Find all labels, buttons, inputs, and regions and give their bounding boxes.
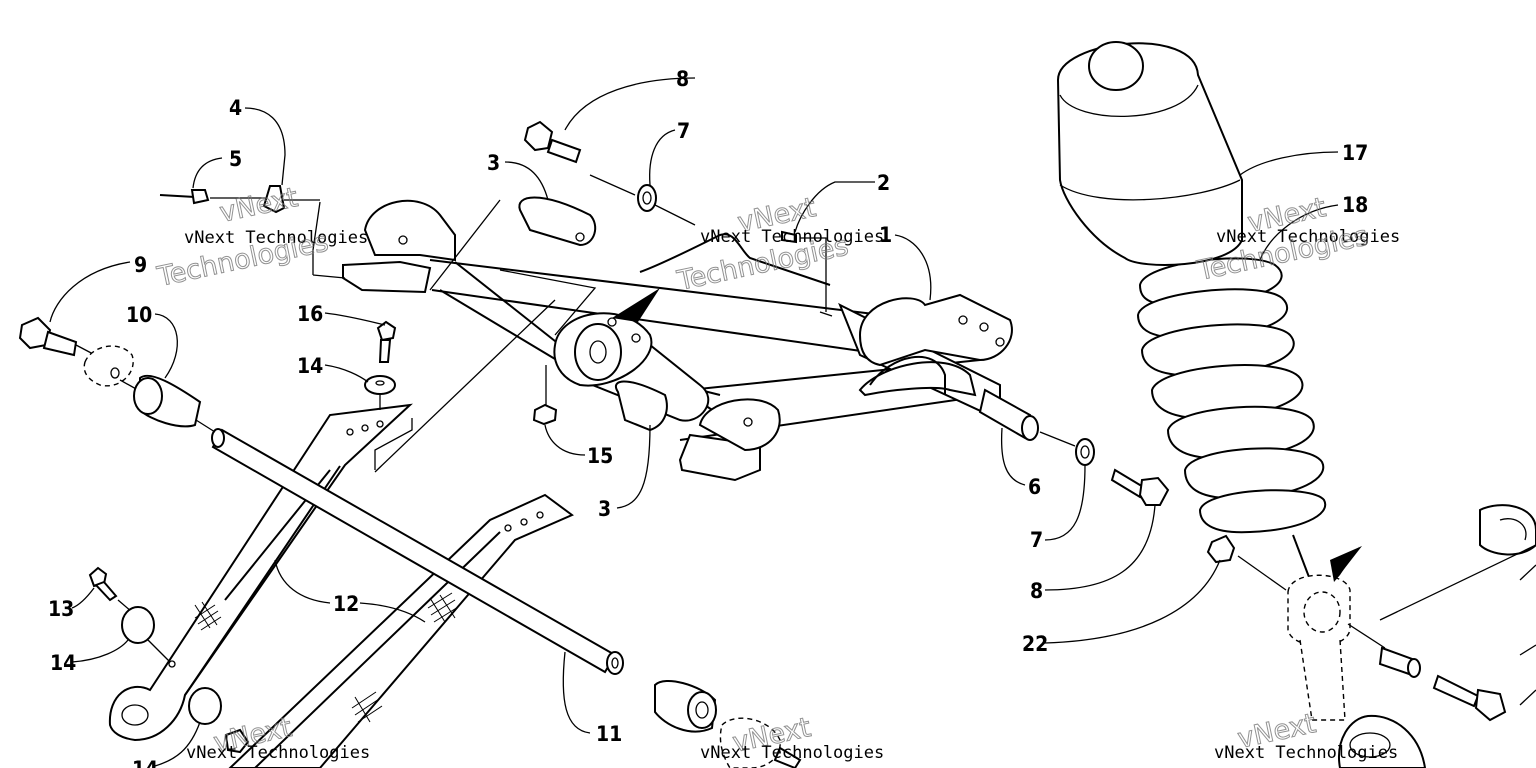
watermark-company: vNext Technologies bbox=[186, 743, 370, 763]
callout-16: 16 bbox=[297, 302, 323, 326]
callout-18: 18 bbox=[1342, 193, 1368, 217]
callout-7-top: 7 bbox=[677, 119, 690, 143]
callout-15: 15 bbox=[587, 444, 613, 468]
watermark-company: vNext Technologies bbox=[184, 228, 368, 248]
callout-14-upper: 14 bbox=[297, 354, 323, 378]
callout-14-bottom: 14 bbox=[132, 757, 158, 768]
callout-2: 2 bbox=[877, 171, 890, 195]
fasteners bbox=[88, 120, 1170, 754]
callout-22: 22 bbox=[1022, 632, 1048, 656]
callout-9: 9 bbox=[134, 253, 147, 277]
front-arm-assembly bbox=[342, 196, 1039, 482]
callout-6: 6 bbox=[1028, 475, 1041, 499]
callout-3-top: 3 bbox=[487, 151, 500, 175]
callout-12: 12 bbox=[333, 592, 359, 616]
right-shaft-bushing bbox=[654, 680, 802, 768]
shock-absorber-assembly bbox=[1056, 41, 1427, 768]
callout-8-right: 8 bbox=[1030, 579, 1043, 603]
callout-3-bottom: 3 bbox=[598, 497, 611, 521]
callout-7-right: 7 bbox=[1030, 528, 1043, 552]
callout-13: 13 bbox=[48, 597, 74, 621]
watermark-word1: vNext bbox=[217, 182, 301, 229]
callout-1: 1 bbox=[879, 223, 892, 247]
callout-numbers: 8 7 4 5 3 2 1 9 10 16 14 15 3 6 7 8 22 1… bbox=[48, 67, 1368, 768]
spring bbox=[1136, 257, 1327, 534]
watermark-company: vNext Technologies bbox=[700, 743, 884, 763]
left-shaft-hardware bbox=[18, 316, 216, 433]
callout-8-top: 8 bbox=[676, 67, 689, 91]
leader-lines bbox=[49, 77, 1339, 767]
watermark-company: vNext Technologies bbox=[1216, 227, 1400, 247]
watermarks: vNext vNext Technologies Technologies vN… bbox=[154, 182, 1401, 763]
callout-17: 17 bbox=[1342, 141, 1368, 165]
dust-boot bbox=[1056, 41, 1243, 266]
cross-shaft bbox=[211, 428, 624, 675]
callout-10: 10 bbox=[126, 303, 152, 327]
callout-14-lower: 14 bbox=[50, 651, 76, 675]
callout-5: 5 bbox=[229, 147, 242, 171]
callout-4: 4 bbox=[229, 96, 242, 120]
watermark-company: vNext Technologies bbox=[700, 227, 884, 247]
callout-11: 11 bbox=[596, 722, 622, 746]
watermark-company: vNext Technologies bbox=[1214, 743, 1398, 763]
lower-mount-hardware bbox=[1206, 504, 1536, 722]
